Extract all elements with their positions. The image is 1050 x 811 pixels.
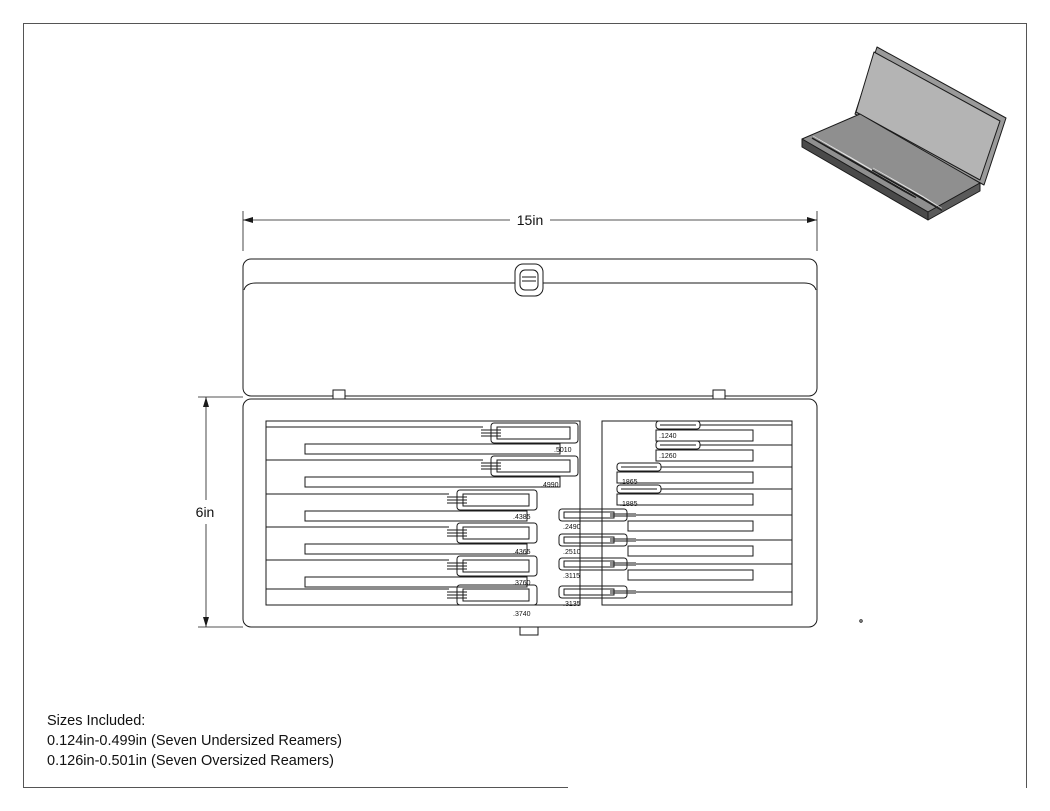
height-dimension xyxy=(198,396,243,628)
left-reamer-rows: .5010 .4990 .4385 .4365 .3760 .3740 xyxy=(266,422,579,618)
reamer-size-label: .4385 xyxy=(513,514,531,521)
reamer-body xyxy=(563,536,615,544)
right-tray xyxy=(601,420,793,606)
reamer-body xyxy=(563,560,615,568)
right-small-reamer-row: .1885 xyxy=(616,484,792,508)
lid-latch xyxy=(514,263,544,297)
left-reamer-row: .4990 xyxy=(266,455,579,489)
reamer-size-label: .1865 xyxy=(620,479,638,486)
case-lid xyxy=(242,258,818,397)
reamer-pocket xyxy=(558,557,628,571)
reamer-pocket xyxy=(558,533,628,547)
base-end-face xyxy=(927,182,981,221)
iso-reamer-right xyxy=(907,189,943,211)
reamer-slot xyxy=(655,429,754,442)
isometric-preview xyxy=(801,46,1007,221)
iso-reamer-left xyxy=(847,157,917,199)
reamer-size-label: .1885 xyxy=(620,501,638,508)
left-reamer-row: .5010 xyxy=(266,422,579,455)
left-reamer-row: .3760 xyxy=(266,555,538,588)
reamer-pocket xyxy=(558,585,628,599)
reamer-slot xyxy=(616,493,754,506)
reamer-pocket xyxy=(558,508,628,522)
reamer-slot xyxy=(655,449,754,462)
right-reamer-row: .3115 xyxy=(558,557,792,581)
reamer-slot xyxy=(627,520,754,532)
left-reamer-row: .4385 xyxy=(266,489,538,522)
reamer-slot xyxy=(304,543,528,555)
right-reamer-row: .2490 xyxy=(558,508,792,532)
isometric-reamers xyxy=(811,135,943,211)
left-reamer-row: .4365 xyxy=(266,522,538,556)
reamer-size-label: .1260 xyxy=(659,453,677,460)
reamer-slot xyxy=(304,510,528,522)
reamer-slot xyxy=(304,443,561,455)
reamer-slot xyxy=(304,476,561,488)
left-tray xyxy=(265,420,581,606)
reamer-slot xyxy=(627,545,754,557)
base-clasp xyxy=(519,626,539,636)
reamer-size-label: .3740 xyxy=(513,611,531,618)
reamer-slot xyxy=(627,569,754,581)
reamer-size-label: .1240 xyxy=(659,433,677,440)
width-dimension xyxy=(242,211,818,251)
reamer-size-label: .3115 xyxy=(563,573,580,580)
reamer-size-label: .5010 xyxy=(554,447,572,454)
sizes-heading: Sizes Included: xyxy=(47,713,146,729)
reamer-slot xyxy=(304,576,528,588)
height-dimension-label: 6in xyxy=(196,504,215,520)
right-reamer-rows: .1240 .1260 .1865 .1885 .2490 .2510 .3115 .3135 xyxy=(558,420,792,608)
right-small-reamer-row: .1240 xyxy=(655,420,792,442)
reamer-size-label: .3135 xyxy=(563,601,581,608)
reamer-body xyxy=(563,588,615,596)
base-screw xyxy=(859,619,863,623)
reamer-body xyxy=(563,511,615,519)
reamer-size-label: .2510 xyxy=(563,549,581,556)
reamer-size-label: .3760 xyxy=(513,580,531,587)
reamer-size-label: .4990 xyxy=(541,482,559,489)
sheet-border-right xyxy=(1026,23,1027,788)
sizes-undersized-line: 0.124in-0.499in (Seven Undersized Reamer… xyxy=(47,733,342,749)
width-dimension-label: 15in xyxy=(517,212,543,228)
sheet-border-bottom xyxy=(23,787,568,788)
reamer-size-label: .2490 xyxy=(563,524,581,531)
sheet-border-top xyxy=(23,23,1027,24)
case-base xyxy=(242,398,863,636)
sizes-oversized-line: 0.126in-0.501in (Seven Oversized Reamers… xyxy=(47,753,334,769)
iso-reamer-highlight xyxy=(908,188,943,209)
reamer-slot xyxy=(616,471,754,484)
lid-front-face xyxy=(855,51,1001,181)
sizes-notes: Sizes Included: 0.124in-0.499in (Seven U… xyxy=(47,711,342,771)
sheet-border-left xyxy=(23,23,24,788)
reamer-size-label: .4365 xyxy=(513,549,531,556)
right-small-reamer-row: .1260 xyxy=(655,440,792,462)
right-small-reamer-row: .1865 xyxy=(616,462,792,486)
right-reamer-row: .2510 xyxy=(558,533,792,557)
right-reamer-row: .3135 xyxy=(558,585,792,608)
left-reamer-row: .3740 xyxy=(266,584,538,618)
